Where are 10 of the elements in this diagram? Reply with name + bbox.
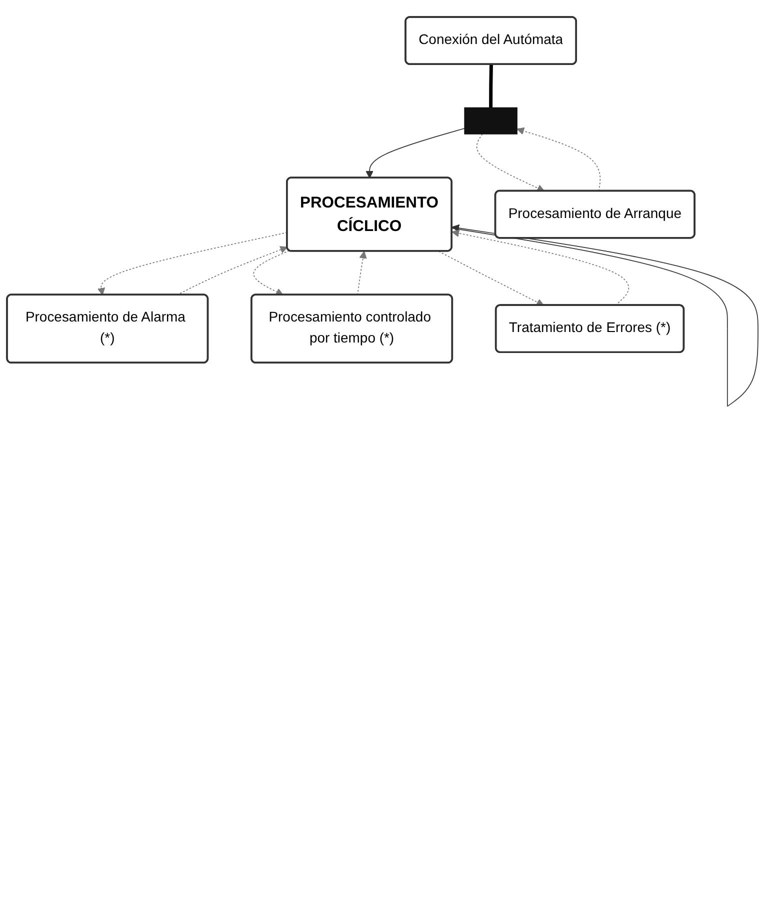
arrow [476,134,545,192]
arrow [452,224,758,407]
arrow [438,250,544,306]
arrow [253,250,290,296]
arrow [516,127,601,192]
arrow [366,128,466,178]
arrow [452,230,630,306]
arrow [98,232,288,296]
connector [489,64,493,108]
node-bar [464,107,518,134]
